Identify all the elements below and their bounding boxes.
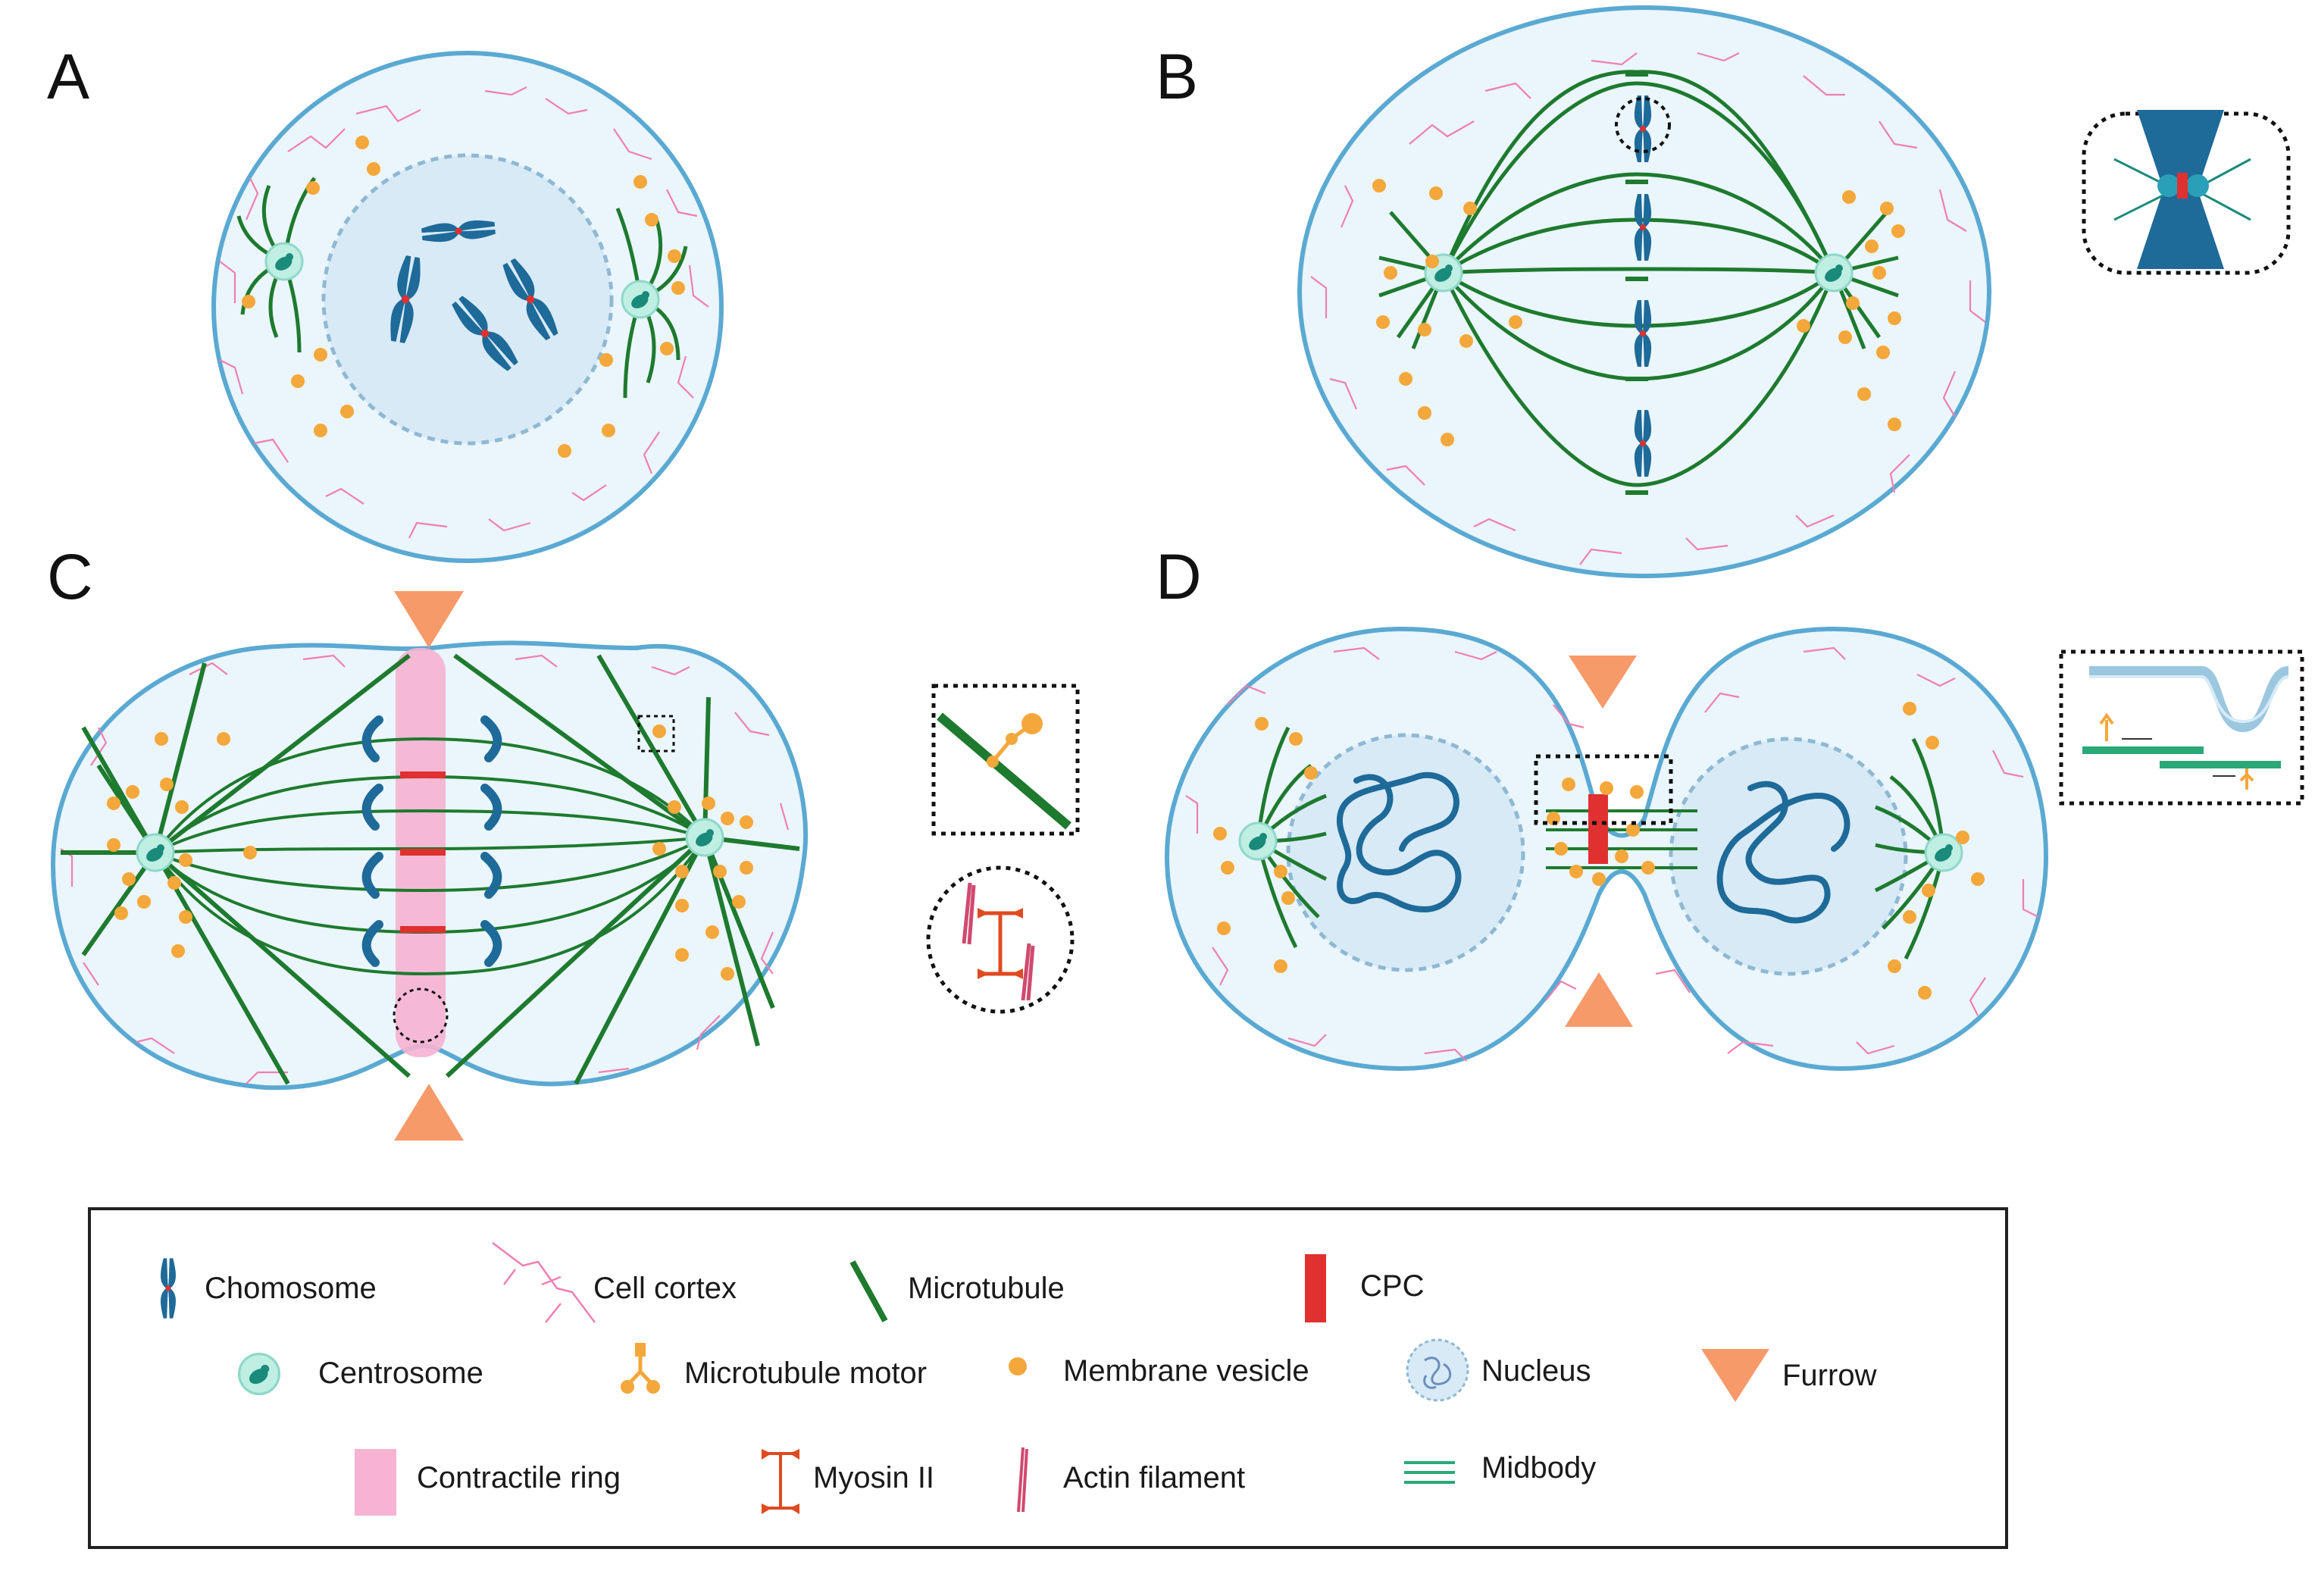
membrane-vesicle-icon [1009,1357,1027,1375]
panel-a: A [47,41,724,563]
midbody-icon [1404,1461,1455,1484]
nucleus-icon [1406,1338,1469,1402]
nucleus-d-right [1669,737,1908,976]
panel-b: B [1156,5,2291,578]
vesicles-d [1213,702,1985,1000]
legend-label-centrosome: Centrosome [318,1357,483,1390]
cpc-c [400,771,446,933]
legend-label-cpc: CPC [1360,1269,1424,1303]
centrosome-b-right [1814,253,1854,293]
legend-label-membrane-vesicle: Membrane vesicle [1063,1354,1309,1388]
panel-label-a: A [47,41,89,112]
microtubules-a [236,177,688,399]
zoom-inset-d [2059,649,2304,806]
microtubules-d [1256,726,1946,960]
astral-microtubules-c [61,653,800,1085]
centrosome-a-right [621,280,660,319]
legend-item-myosin-ii: Myosin II [762,1449,934,1514]
furrow-d-bottom [1565,972,1633,1027]
cell-b [1297,5,1991,578]
legend-label-chromosome: Chomosome [205,1272,377,1305]
panel-label-b: B [1156,41,1198,112]
centrosome-icon [237,1352,281,1396]
cortex-c [60,654,790,1084]
furrow-c-top [394,591,464,648]
panel-d: D [1156,541,2304,1072]
actin-filament-icon [1017,1447,1028,1513]
myosin-ii-icon [762,1449,799,1514]
legend-label-furrow: Furrow [1782,1359,1877,1392]
legend-label-actin-filament: Actin filament [1063,1461,1245,1494]
nucleus-a [321,153,614,446]
midzone-chromosomes-c [361,715,502,967]
zoom-marker-d [1534,754,1673,825]
furrow-c-bottom [394,1084,464,1141]
vesicles-a [242,136,685,458]
legend-item-microtubule: Microtubule [849,1260,1065,1322]
legend-item-cell-cortex: Cell cortex [492,1242,737,1323]
legend-item-furrow: Furrow [1701,1349,1877,1402]
zoom-marker-c-square [637,715,675,753]
centrosome-d-left [1238,821,1278,861]
legend-label-contractile-ring: Contractile ring [417,1461,621,1494]
legend-item-microtubule-motor: Microtubule motor [621,1343,927,1394]
legend-item-midbody: Midbody [1404,1451,1596,1485]
cortex-a [219,86,709,539]
legend-item-membrane-vesicle: Membrane vesicle [1009,1354,1309,1388]
panel-label-d: D [1156,541,1202,612]
legend-label-cell-cortex: Cell cortex [593,1272,737,1305]
microtubule-motor-icon [621,1343,660,1394]
zoom-inset-c-myosin [926,865,1075,1014]
legend-item-actin-filament: Actin filament [1017,1447,1245,1513]
legend-item-centrosome: Centrosome [237,1352,483,1396]
legend-label-myosin-ii: Myosin II [813,1461,934,1494]
zoom-marker-b [1615,97,1671,153]
legend-item-contractile-ring: Contractile ring [355,1449,621,1516]
legend-label-microtubule: Microtubule [908,1272,1065,1305]
legend-item-nucleus: Nucleus [1406,1338,1591,1402]
centrosome-a-left [264,242,304,281]
legend: Chomosome Cell cortex Microtubule CPC Ce… [88,1207,2008,1549]
zoom-marker-c-circle [393,987,449,1044]
panel-c: C [47,541,1080,1141]
cortex-b [1310,52,1986,565]
cortex-d [1185,646,2039,1062]
centrosome-c-right [685,818,724,857]
legend-label-midbody: Midbody [1481,1451,1596,1485]
legend-label-nucleus: Nucleus [1481,1354,1591,1388]
furrow-d-top [1569,656,1637,709]
legend-item-cpc: CPC [1305,1254,1424,1322]
cpc-d [1588,794,1608,864]
microtubule-icon [849,1260,888,1322]
legend-box [88,1207,2008,1549]
legend-item-chromosome: Chomosome [161,1258,377,1319]
cell-cortex-icon [492,1242,596,1323]
chromatin-d [1337,771,1850,924]
panel-label-c: C [47,541,93,612]
legend-label-microtubule-motor: Microtubule motor [684,1357,927,1390]
furrow-icon [1701,1349,1769,1402]
centrosome-c-left [136,833,175,872]
cpc-icon [1305,1254,1326,1322]
zoom-inset-b [2082,110,2291,275]
nucleus-d-left [1286,733,1525,972]
contractile-ring-icon [355,1449,396,1516]
zoom-inset-c-motor [931,684,1080,836]
vesicles-b [1372,179,1905,446]
vesicles-c [107,724,753,981]
